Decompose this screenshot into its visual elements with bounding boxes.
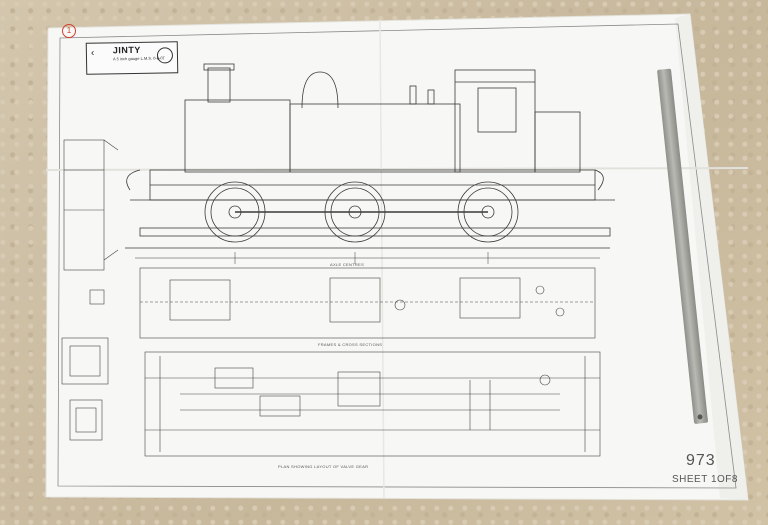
axle-caption: AXLE CENTRES <box>330 262 365 267</box>
frames-caption: FRAMES & CROSS SECTIONS <box>318 342 383 347</box>
plan-caption: PLAN SHOWING LAYOUT OF VALVE GEAR <box>278 464 369 469</box>
title-block-circle <box>156 47 174 64</box>
drawing-title: JINTY <box>112 44 141 56</box>
sheet-label: SHEET 1OF8 <box>672 474 738 485</box>
locomotive-elevation <box>125 63 615 264</box>
sheet-number: 973 <box>686 452 716 469</box>
sheet-index-mark: 1 <box>62 24 76 38</box>
title-block: ‹ JINTY A 5 inch gauge L.M.S. 0-6-0T <box>85 41 179 75</box>
chevron-logo-icon: ‹ <box>90 47 95 59</box>
plan-view <box>144 351 601 457</box>
frames-drawing <box>139 267 596 339</box>
detail-views <box>61 139 119 441</box>
